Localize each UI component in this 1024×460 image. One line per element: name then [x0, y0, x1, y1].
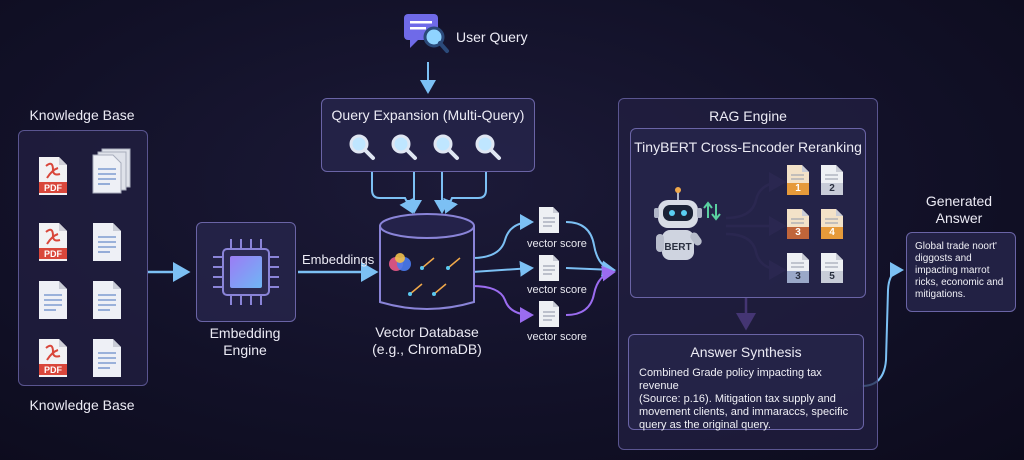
rank-number: 3 [795, 227, 801, 238]
vector-database-title-1: Vector Database [375, 324, 479, 340]
embeddings-edge-label: Embeddings [302, 252, 375, 267]
query-expansion-icons [348, 133, 518, 161]
chip-icon [211, 237, 281, 307]
answer-synthesis-box: Answer Synthesis Combined Grade policy i… [628, 334, 864, 432]
pdf-file-icon: PDF [38, 338, 68, 383]
knowledge-base-title-top: Knowledge Base [29, 107, 135, 123]
document-stack-icon [92, 148, 132, 199]
text-document-icon [92, 338, 122, 383]
pdf-file-icon: PDF [38, 222, 68, 267]
ranked-documents: 1 2 3 4 3 5 [786, 164, 846, 284]
rag-engine-title: RAG Engine [709, 108, 787, 124]
vector-score-label-2: vector score [527, 284, 587, 296]
answer-synthesis-text: Combined Grade policy impacting tax reve… [639, 367, 863, 432]
vector-database-title-2: (e.g., ChromaDB) [372, 341, 482, 357]
synthesis-text-line: Combined Grade policy impacting tax reve… [639, 367, 822, 392]
text-document-icon [92, 222, 122, 267]
search-icon [390, 133, 418, 161]
query-expansion-title: Query Expansion (Multi-Query) [331, 107, 525, 123]
search-icon [432, 133, 460, 161]
ranked-document-icon: 5 [820, 252, 844, 289]
ranked-document-icon: 3 [786, 208, 810, 245]
ranked-document-icon: 4 [820, 208, 844, 245]
synthesis-text-line: query as the original query. [639, 419, 771, 431]
vector-score-doc-icon [538, 300, 560, 333]
answer-text-line: mitigations. [915, 289, 966, 300]
answer-synthesis-title: Answer Synthesis [690, 344, 802, 360]
synthesis-text-line: movement clients, and immaraccs, specifi… [639, 406, 849, 418]
ranked-document-icon: 2 [820, 164, 844, 201]
answer-text-line: ricks, economic and [915, 277, 1004, 288]
answer-text-line: impacting marrot [915, 265, 990, 276]
generated-answer-title-2: Answer [935, 210, 983, 226]
text-document-icon [92, 280, 122, 325]
answer-text-line: Global trade noort' [915, 241, 997, 252]
search-icon [348, 133, 376, 161]
synthesis-text-line: (Source: p.16). Mitigation tax supply an… [639, 393, 836, 405]
rank-number: 3 [795, 271, 801, 282]
knowledge-base-documents: PDF PDF PDF [18, 130, 146, 384]
bert-robot-icon: BERT [648, 184, 726, 270]
ranked-document-icon: 1 [786, 164, 810, 201]
vector-score-doc-icon [538, 206, 560, 239]
vector-database-cylinder [378, 212, 476, 316]
user-query-icon [402, 12, 450, 56]
svg-text:PDF: PDF [44, 365, 63, 375]
vector-score-doc-icon [538, 254, 560, 287]
reranker-title: TinyBERT Cross-Encoder Reranking [634, 139, 862, 155]
generated-answer-title-1: Generated [925, 193, 993, 209]
query-expansion-box: Query Expansion (Multi-Query) [321, 98, 535, 172]
vector-score-label-1: vector score [527, 238, 587, 250]
rank-number: 1 [795, 183, 801, 194]
embedding-engine-title-1: Embedding [209, 325, 281, 341]
ranked-document-icon: 3 [786, 252, 810, 289]
rank-number: 2 [829, 183, 835, 194]
rank-number: 5 [829, 271, 835, 282]
embedding-engine-title-2: Engine [223, 342, 267, 358]
svg-text:PDF: PDF [44, 249, 63, 259]
pdf-file-icon: PDF [38, 156, 68, 201]
answer-text-line: diggosts and [915, 253, 972, 264]
knowledge-base-title-bottom: Knowledge Base [29, 397, 135, 413]
embedding-engine-box [196, 222, 296, 322]
text-document-icon [38, 280, 68, 325]
svg-text:PDF: PDF [44, 183, 63, 193]
vector-score-label-3: vector score [527, 331, 587, 343]
search-icon [474, 133, 502, 161]
rank-number: 4 [829, 227, 835, 238]
user-query-label: User Query [456, 29, 528, 45]
bert-label: BERT [664, 242, 691, 253]
